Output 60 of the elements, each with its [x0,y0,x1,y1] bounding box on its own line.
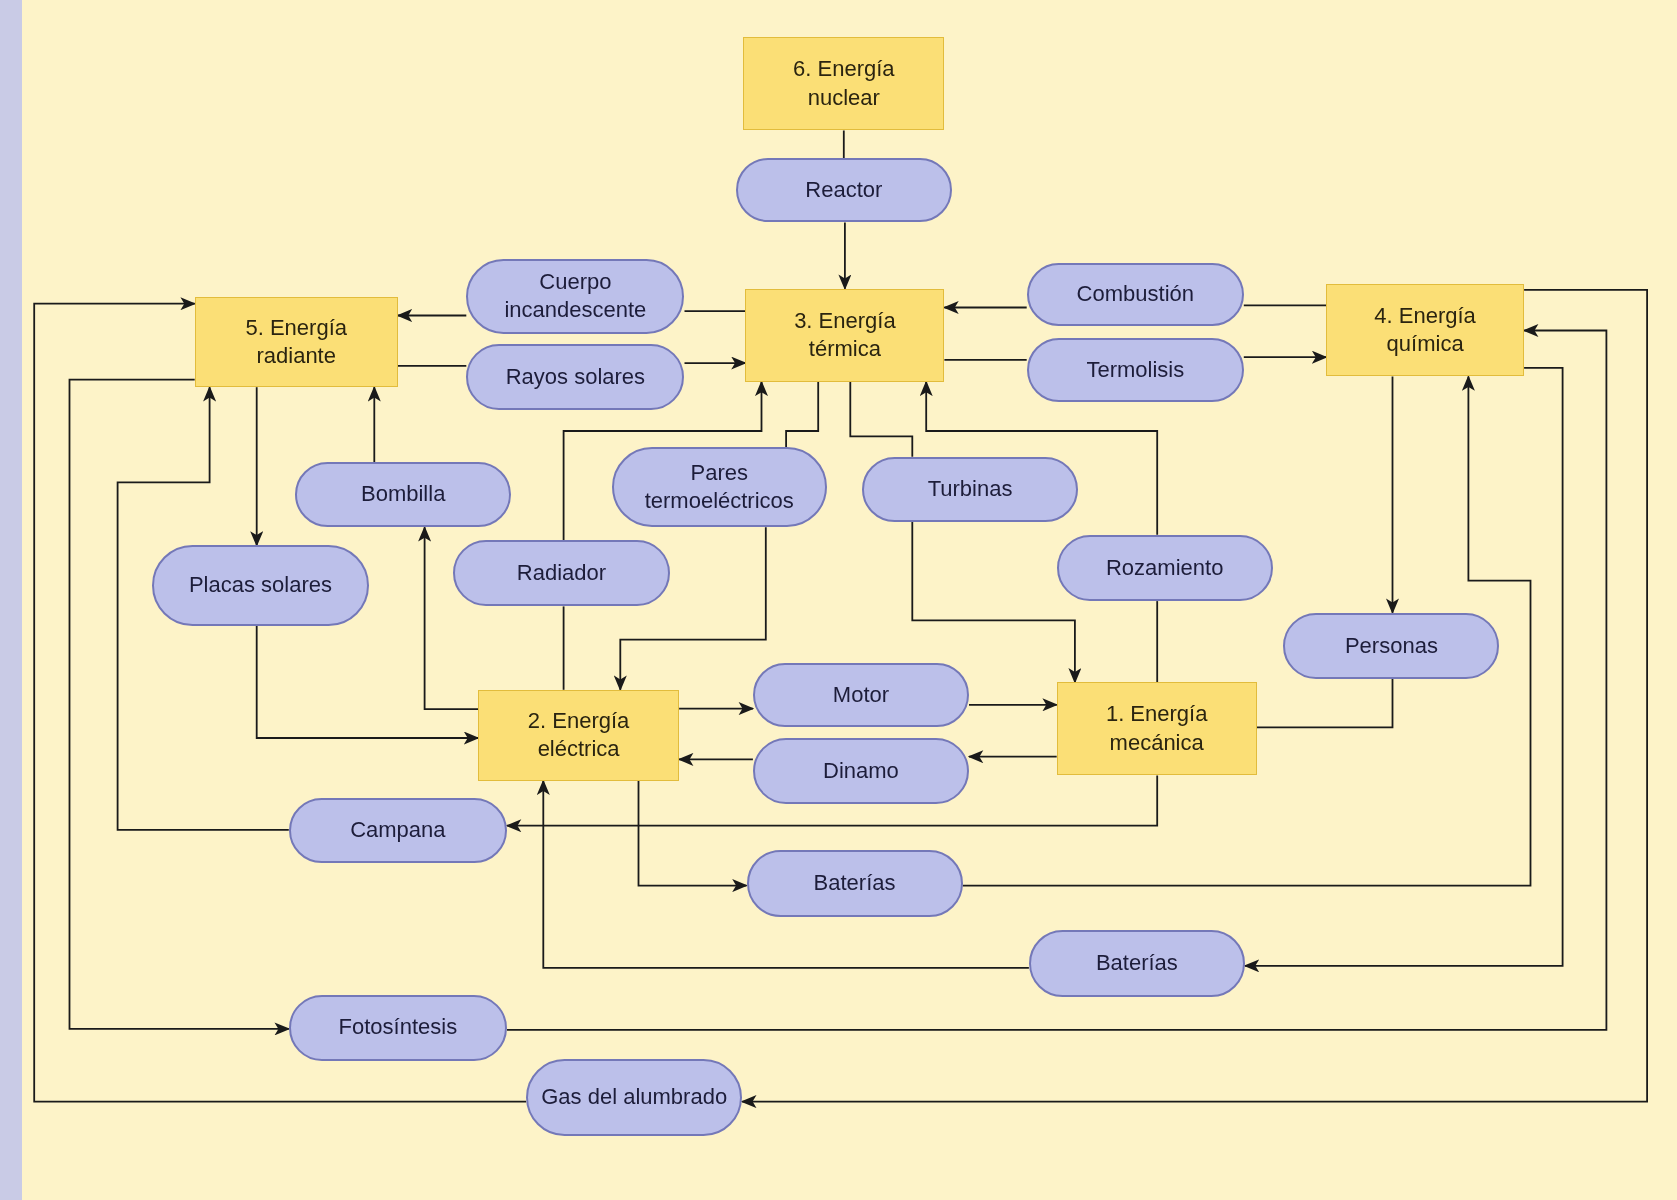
arrow [968,698,1058,712]
process-pill: Reactor [735,158,952,223]
connector-line [785,380,820,448]
arrow [1243,367,1564,973]
connector-line [1255,678,1394,729]
energy-box: 1. Energía mecánica [1056,682,1257,776]
arrow [967,750,1058,764]
connector-line [1242,304,1328,307]
arrow [506,324,1608,1031]
process-pill: Pares termoeléctricos [611,447,827,528]
process-pill: Campana [288,797,507,864]
arrow [961,375,1532,887]
process-pill: Fotosíntesis [288,994,507,1061]
arrow [255,624,480,745]
connector-line [943,359,1028,361]
arrow [683,356,747,370]
arrow [677,752,754,766]
process-pill: Termolisis [1026,337,1244,403]
arrow [943,301,1028,314]
process-pill: Baterías [746,850,963,917]
process-pill: Cuerpo incandescente [466,258,685,334]
process-pill: Gas del alumbrado [526,1058,743,1136]
process-pill: Motor [752,663,969,728]
energy-box: 5. Energía radiante [194,297,398,388]
process-pill: Rayos solares [466,344,685,410]
arrow [396,309,468,322]
process-pill: Turbinas [862,456,1079,522]
process-pill: Personas [1283,612,1500,680]
connector-line [1156,600,1159,684]
arrow [911,521,1082,684]
arrow [367,385,381,463]
process-pill: Rozamiento [1056,534,1273,602]
process-pill: Placas solares [151,545,369,626]
process-pill: Bombilla [295,462,512,528]
arrow [505,774,1159,833]
energy-box: 6. Energía nuclear [743,37,945,131]
connector-line [683,310,747,313]
arrow [1386,375,1399,615]
process-pill: Radiador [453,540,670,607]
arrow [1242,350,1328,364]
arrow [418,526,479,710]
arrow [250,386,264,547]
connector-line [842,129,845,160]
process-pill: Combustión [1026,263,1244,327]
energy-box: 2. Energía eléctrica [478,689,680,781]
connector-line [849,380,914,458]
arrow [838,221,852,291]
arrow [116,385,290,831]
process-pill: Baterías [1028,930,1245,997]
connector-line [397,364,468,367]
connector-line [562,605,565,691]
arrow [536,779,1030,969]
arrow [33,297,528,1103]
energy-box: 4. Energía química [1326,284,1525,377]
arrow [919,380,1159,536]
arrow [613,526,767,692]
arrow [637,779,748,893]
process-pill: Dinamo [752,737,969,805]
arrow [562,380,768,541]
energy-box: 3. Energía térmica [745,288,945,382]
